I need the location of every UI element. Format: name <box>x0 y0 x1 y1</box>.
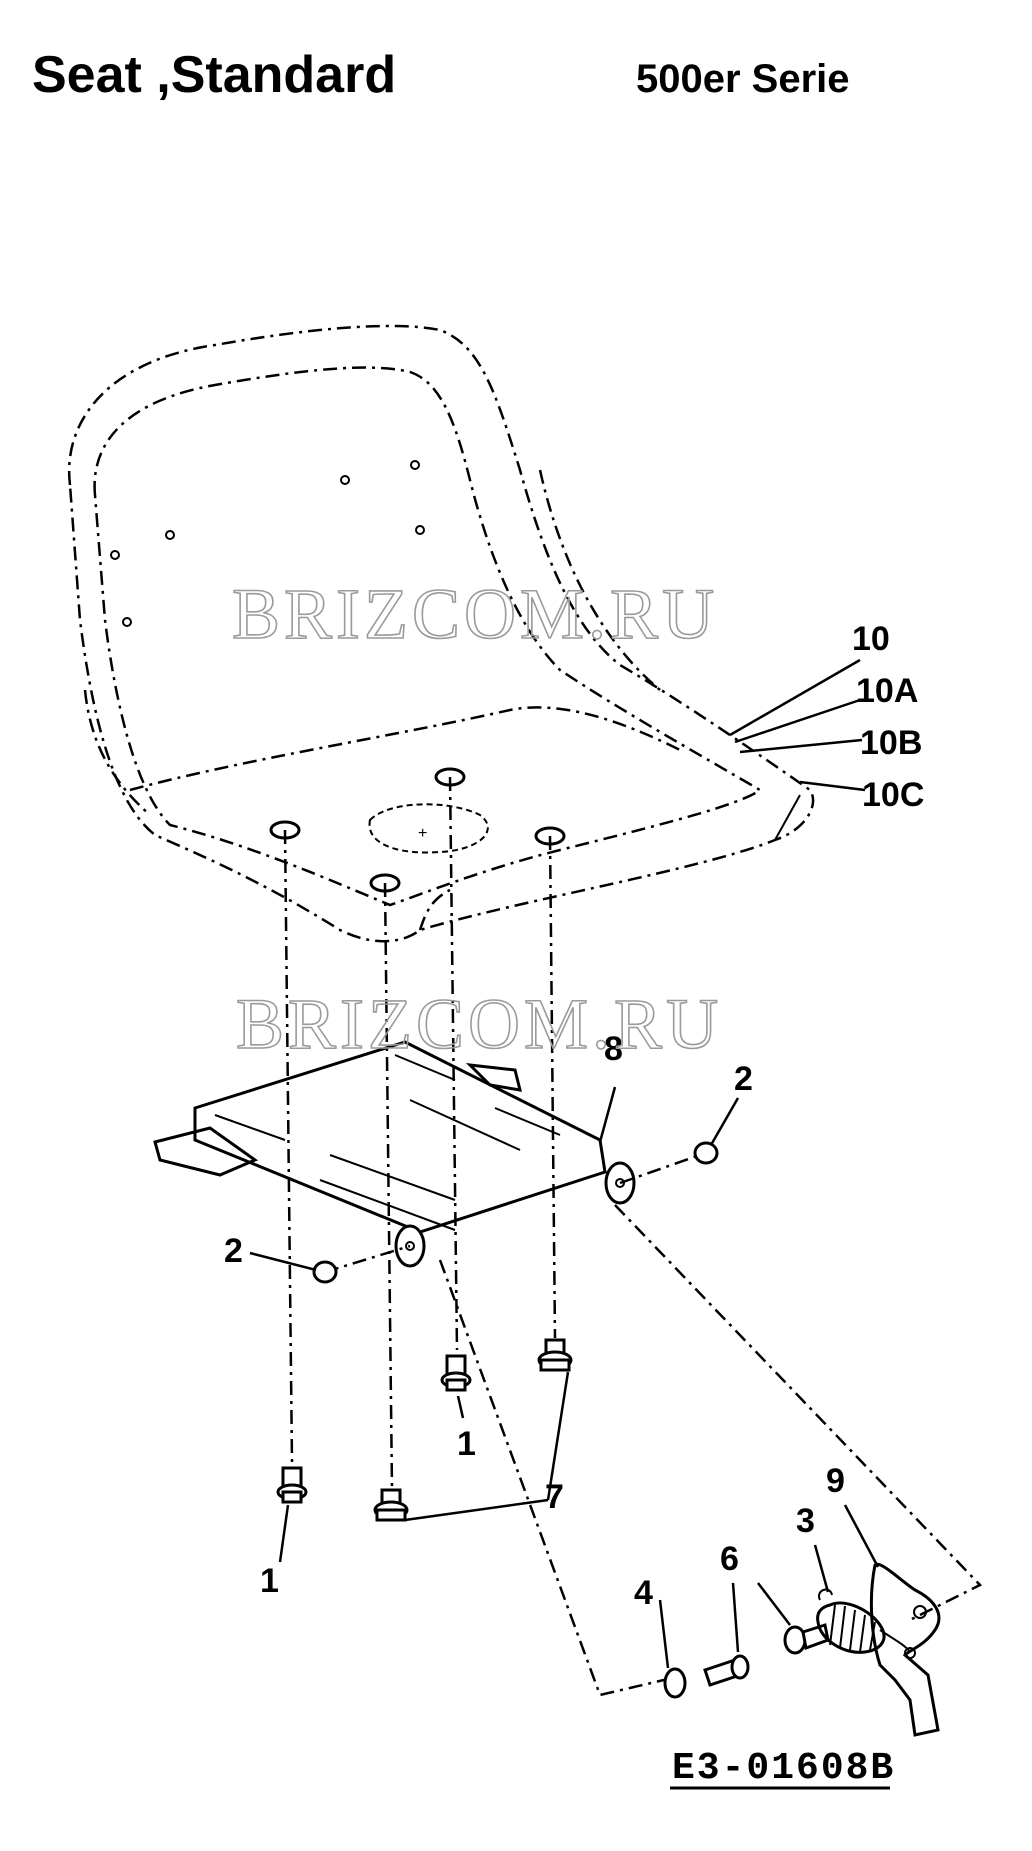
stud-left <box>373 1488 409 1522</box>
drawing-number: E3-01608B <box>672 1747 895 1790</box>
page-title: Seat ,Standard <box>32 46 396 104</box>
callout-10: 10 <box>852 620 890 658</box>
bolt-left <box>276 1466 308 1504</box>
callout-8: 8 <box>604 1030 623 1068</box>
stud-right <box>537 1338 573 1372</box>
callout-4: 4 <box>634 1574 653 1612</box>
callout-leaders <box>249 658 880 1669</box>
watermark-middle: BRIZCOM.RU <box>236 984 722 1064</box>
nut-left <box>312 1260 338 1284</box>
callout-7: 7 <box>545 1478 564 1516</box>
nut-right <box>693 1141 719 1165</box>
callout-9: 9 <box>826 1462 845 1500</box>
screw <box>703 1654 750 1687</box>
watermark-top: BRIZCOM.RU <box>232 574 718 654</box>
lever <box>869 1562 941 1737</box>
callout-10b: 10B <box>860 724 922 762</box>
callout-2-right: 2 <box>734 1060 753 1098</box>
callout-6: 6 <box>720 1540 739 1578</box>
svg-text:+: + <box>418 825 427 842</box>
callout-3: 3 <box>796 1502 815 1540</box>
assembly-lines <box>283 776 983 1697</box>
callout-1-left: 1 <box>260 1562 279 1600</box>
callout-2-left: 2 <box>224 1232 243 1270</box>
washer <box>663 1667 687 1699</box>
hardware <box>276 1141 941 1737</box>
callout-10c: 10C <box>862 776 924 814</box>
bolt-center <box>440 1354 472 1392</box>
series-label: 500er Serie <box>636 57 850 101</box>
spring <box>816 1588 911 1654</box>
callout-1-center: 1 <box>457 1425 476 1463</box>
callout-10a: 10A <box>856 672 918 710</box>
